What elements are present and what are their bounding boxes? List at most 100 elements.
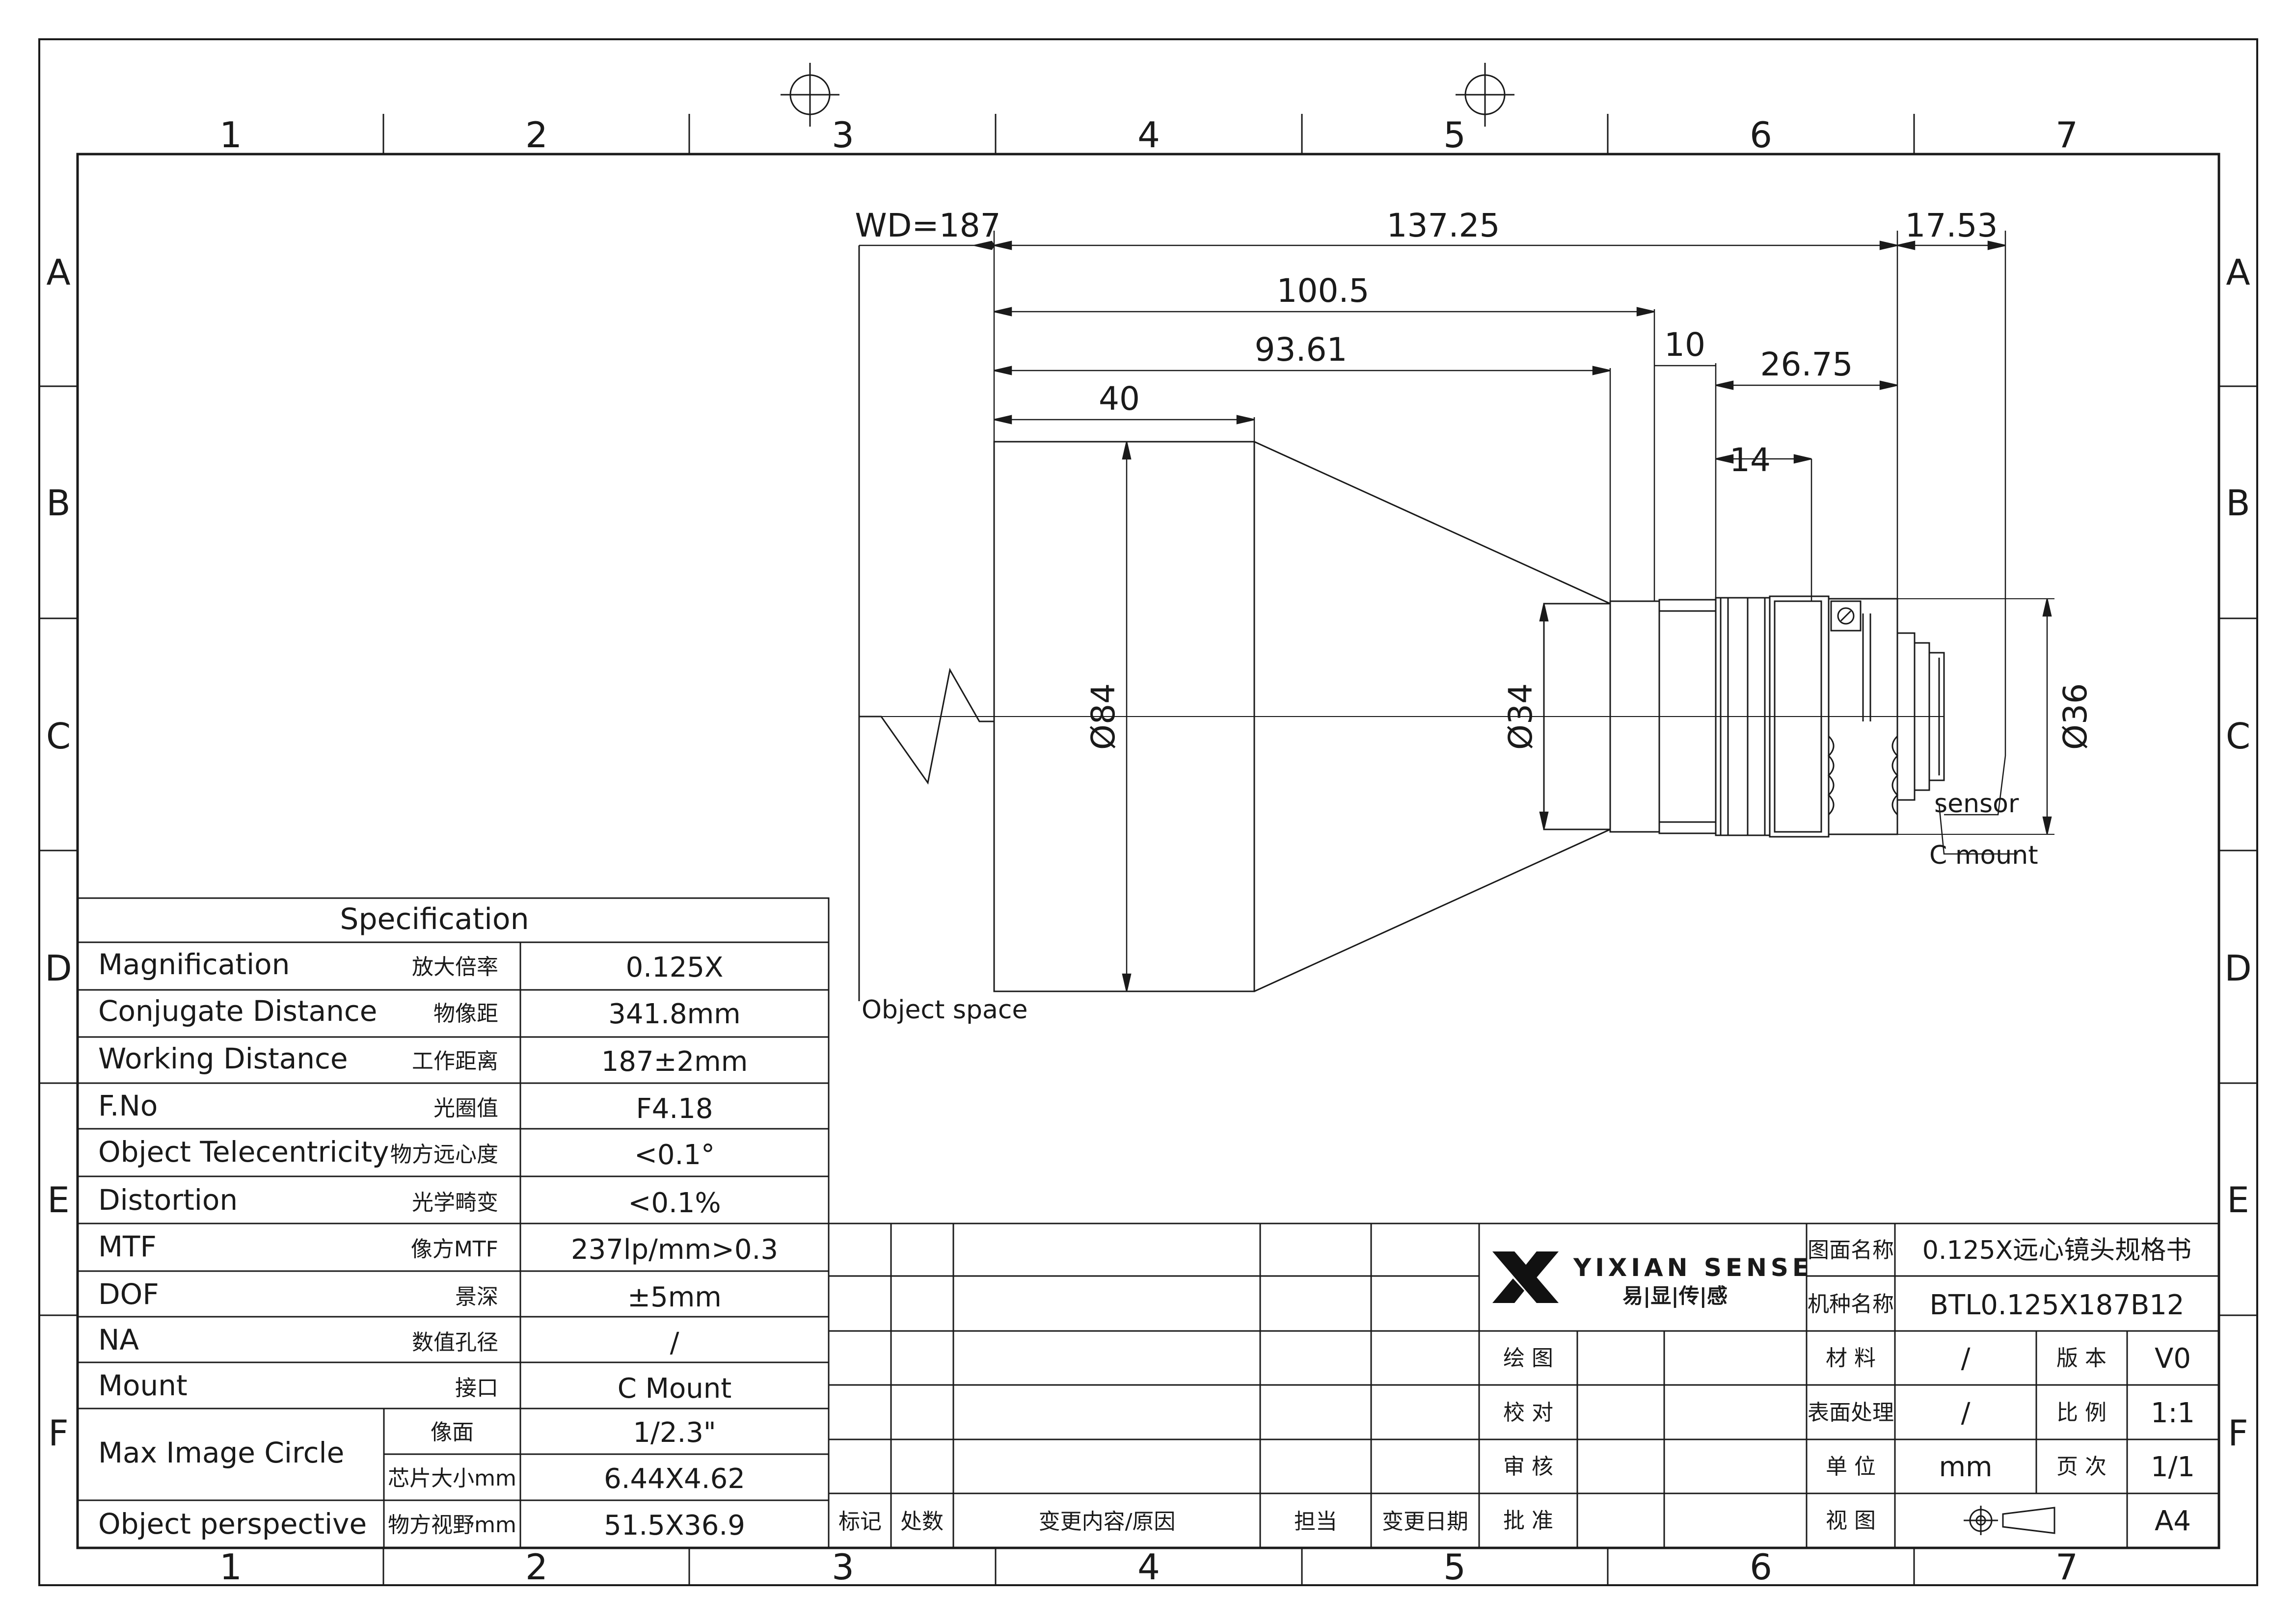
sign-row-label: 校 对 xyxy=(1503,1400,1553,1425)
spec-op-cn: 物方视野mm xyxy=(388,1513,516,1538)
spec-row-val: <0.1° xyxy=(634,1139,715,1171)
sensor-label: sensor xyxy=(1934,789,2019,819)
spec-row-val: F4.18 xyxy=(636,1093,713,1125)
surface-value: / xyxy=(1961,1397,1971,1429)
dim-137-25: 137.25 xyxy=(1387,207,1500,244)
revision-header: 变更内容/原因 xyxy=(1039,1509,1176,1534)
model-name: BTL0.125X187B12 xyxy=(1929,1289,2184,1321)
sign-row-label: 批 准 xyxy=(1503,1508,1553,1533)
revision-header: 担当 xyxy=(1294,1509,1337,1534)
dim-phi84: Ø84 xyxy=(1084,683,1122,750)
c-mount-label: C mount xyxy=(1929,841,2038,870)
grid-row-a-right: A xyxy=(2226,252,2250,293)
lens-drawing xyxy=(858,245,2054,1001)
version-label: 版 本 xyxy=(2056,1346,2107,1371)
spec-row-cn: 光学畸变 xyxy=(412,1190,498,1215)
spec-row-en: DOF xyxy=(98,1277,159,1311)
spec-mic-label: Max Image Circle xyxy=(98,1436,344,1469)
x-logo-icon xyxy=(1492,1251,1559,1303)
grid-row-a: A xyxy=(46,252,70,293)
drawing-name-label: 图面名称 xyxy=(1808,1238,1894,1263)
revision-header: 标记 xyxy=(838,1509,882,1534)
spec-title: Specification xyxy=(340,902,529,936)
object-space-label: Object space xyxy=(862,995,1027,1025)
scale-value: 1:1 xyxy=(2151,1397,2195,1429)
grid-col-6: 6 xyxy=(1750,114,1772,156)
grid-row-e: E xyxy=(47,1179,70,1221)
dim-17-53: 17.53 xyxy=(1905,207,1998,244)
spec-row-val: 341.8mm xyxy=(608,998,740,1030)
grid-row-d: D xyxy=(45,948,72,989)
sheet-size: A4 xyxy=(2155,1505,2191,1537)
spec-row-val: / xyxy=(670,1327,679,1359)
spec-row-cn: 物像距 xyxy=(433,1001,498,1026)
grid-row-c: C xyxy=(46,716,71,757)
revision-table xyxy=(828,1223,1480,1549)
grid-col-1: 1 xyxy=(219,114,242,156)
spec-row-en: Working Distance xyxy=(98,1042,348,1075)
spec-row-cn: 接口 xyxy=(455,1376,498,1401)
spec-row-en: Distortion xyxy=(98,1183,238,1217)
dimension-lines xyxy=(859,231,2052,992)
sign-row-label: 绘 图 xyxy=(1503,1346,1553,1371)
material-label: 材 料 xyxy=(1826,1346,1876,1371)
grid-col-2: 2 xyxy=(525,114,548,156)
dim-phi34: Ø34 xyxy=(1502,683,1540,750)
dim-10: 10 xyxy=(1664,326,1705,364)
spec-row-cn: 物方远心度 xyxy=(390,1142,498,1167)
grid-col-2-bottom: 2 xyxy=(525,1546,548,1588)
grid-row-f: F xyxy=(48,1412,68,1454)
spec-op-en: Object perspective xyxy=(98,1507,367,1541)
dim-93-61: 93.61 xyxy=(1255,331,1348,369)
grid-row-f-right: F xyxy=(2228,1412,2248,1454)
revision-header: 变更日期 xyxy=(1382,1509,1468,1534)
grid-col-4-bottom: 4 xyxy=(1137,1546,1160,1588)
spec-op-val: 51.5X36.9 xyxy=(604,1510,745,1542)
unit-value: mm xyxy=(1939,1451,1992,1483)
model-label: 机种名称 xyxy=(1808,1292,1894,1317)
spec-row-en: F.No xyxy=(98,1089,158,1122)
page-value: 1/1 xyxy=(2151,1451,2195,1483)
grid-col-4: 4 xyxy=(1137,114,1160,156)
grid-col-7: 7 xyxy=(2055,114,2078,156)
page-label: 页 次 xyxy=(2056,1454,2107,1479)
unit-label: 单 位 xyxy=(1826,1454,1876,1479)
spec-row-cn: 数值孔径 xyxy=(412,1330,498,1355)
spec-row-en: Conjugate Distance xyxy=(98,994,377,1028)
version-value: V0 xyxy=(2155,1343,2191,1375)
dim-26-75: 26.75 xyxy=(1760,346,1853,383)
grid-col-3: 3 xyxy=(832,114,854,156)
dim-100-5: 100.5 xyxy=(1277,272,1370,310)
spec-row-en: Mount xyxy=(98,1369,188,1402)
grid-col-1-bottom: 1 xyxy=(219,1546,242,1588)
dim-phi36: Ø36 xyxy=(2056,683,2094,750)
grid-col-7-bottom: 7 xyxy=(2055,1546,2078,1588)
spec-row-val: C Mount xyxy=(618,1373,731,1405)
grid-row-b: B xyxy=(46,482,70,524)
logo-text-en: YIXIAN SENSE xyxy=(1573,1253,1813,1282)
grid-col-6-bottom: 6 xyxy=(1750,1546,1772,1588)
spec-row-val: 0.125X xyxy=(626,952,724,984)
grid-col-3-bottom: 3 xyxy=(832,1546,854,1588)
grid-col-5: 5 xyxy=(1443,114,1466,156)
grid-row-c-right: C xyxy=(2226,716,2250,757)
dim-wd: WD=187 xyxy=(855,207,1000,244)
view-label: 视 图 xyxy=(1826,1508,1876,1533)
spec-row-cn: 像方MTF xyxy=(411,1237,498,1262)
surface-label: 表面处理 xyxy=(1808,1400,1894,1425)
frame xyxy=(38,38,2258,1586)
spec-mic-cn: 像面 xyxy=(431,1420,474,1445)
spec-mic-cn: 芯片大小mm xyxy=(388,1466,516,1491)
material-value: / xyxy=(1961,1343,1971,1375)
spec-row-val: 237lp/mm>0.3 xyxy=(571,1234,778,1266)
dim-14: 14 xyxy=(1729,441,1771,479)
spec-table xyxy=(77,897,830,1549)
spec-mic-val: 1/2.3" xyxy=(633,1417,716,1449)
company-logo: YIXIAN SENSE 易|显|传|感 xyxy=(1492,1251,1813,1308)
spec-row-cn: 放大倍率 xyxy=(412,955,498,980)
scale-label: 比 例 xyxy=(2056,1400,2107,1425)
spec-row-en: Magnification xyxy=(98,948,290,981)
projection-symbol-icon xyxy=(1964,1506,2055,1535)
revision-header: 处数 xyxy=(900,1509,944,1534)
spec-row-cn: 景深 xyxy=(455,1284,498,1309)
